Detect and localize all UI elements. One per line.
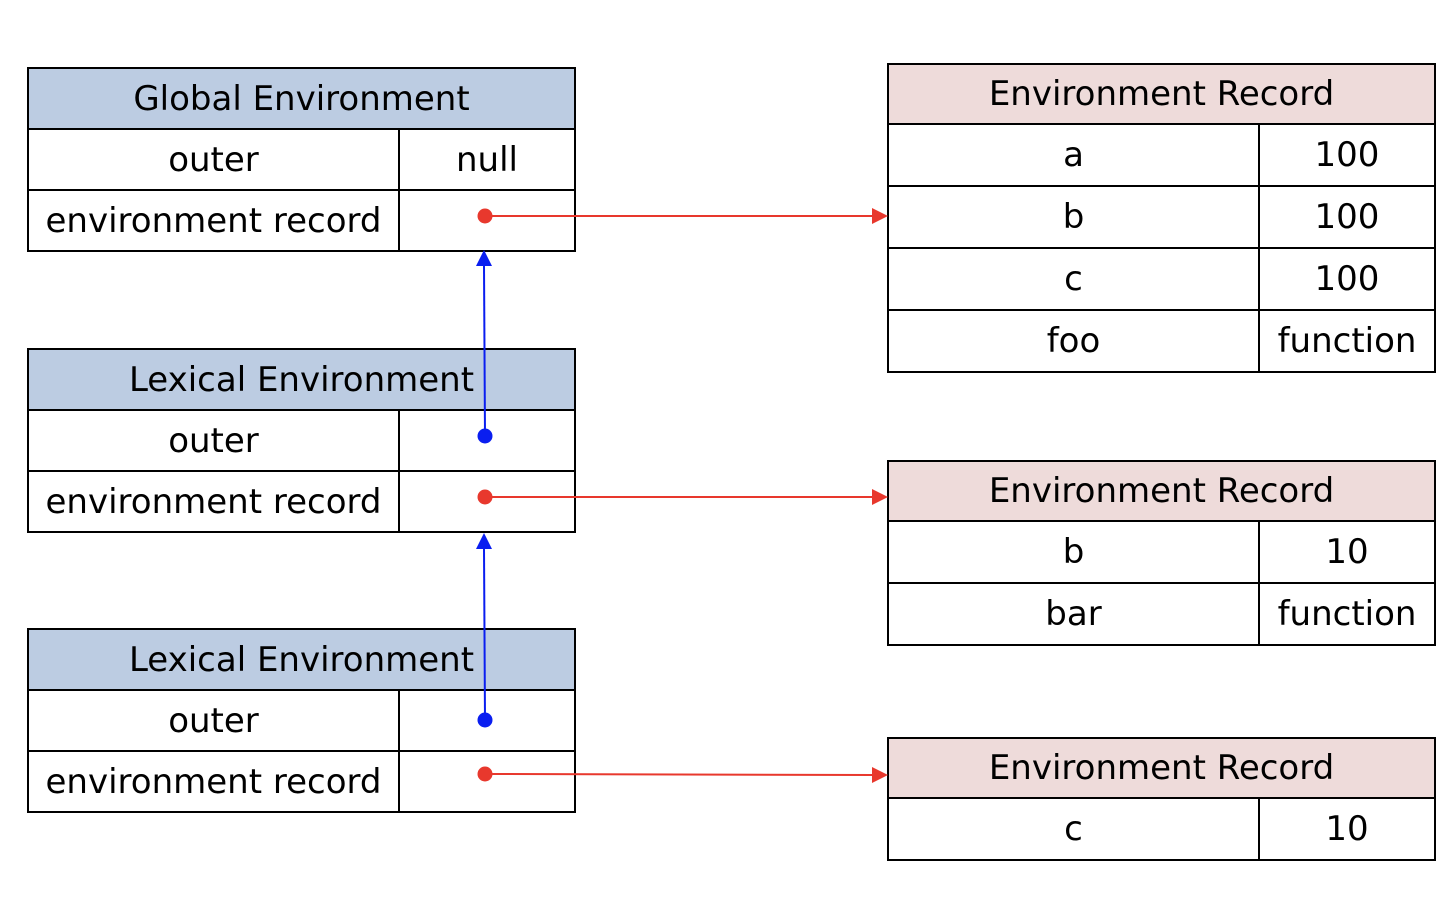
environment-record-title: Environment Record (886, 737, 1437, 799)
binding-name: a (887, 123, 1260, 187)
outer-value: null (398, 128, 576, 191)
binding-name: bar (887, 582, 1260, 646)
binding-value: 10 (1257, 520, 1437, 584)
environment-record-label: environment record (27, 750, 400, 813)
binding-value: function (1257, 309, 1437, 373)
binding-value: 100 (1257, 185, 1437, 249)
environment-record-pointer-cell (398, 750, 576, 813)
environment-record-title: Environment Record (886, 63, 1437, 125)
binding-name: c (887, 797, 1260, 861)
global-environment-title: Global Environment (27, 67, 576, 130)
outer-label: outer (27, 409, 400, 472)
outer-pointer-arrow (476, 250, 493, 444)
binding-value: 10 (1257, 797, 1437, 861)
record-pointer-arrow (477, 208, 888, 224)
record-pointer-arrow (477, 766, 888, 783)
outer-label: outer (27, 689, 400, 752)
binding-name: c (887, 247, 1260, 311)
environment-record-label: environment record (27, 189, 400, 252)
binding-value: 100 (1257, 247, 1437, 311)
environment-record-label: environment record (27, 470, 400, 533)
binding-name: b (887, 520, 1260, 584)
environment-record-table-3: Environment Record c 10 (886, 737, 1437, 861)
binding-name: foo (887, 309, 1260, 373)
binding-value: function (1257, 582, 1437, 646)
global-environment-table: Global Environment outer null environmen… (27, 67, 576, 252)
binding-name: b (887, 185, 1260, 249)
environment-record-pointer-cell (398, 189, 576, 252)
outer-pointer-arrow (476, 533, 493, 728)
environment-record-table-1: Environment Record a 100 b 100 c 100 foo… (886, 63, 1437, 373)
environment-record-title: Environment Record (886, 460, 1437, 522)
binding-value: 100 (1257, 123, 1437, 187)
outer-label: outer (27, 128, 400, 191)
record-pointer-arrow (477, 489, 888, 505)
environment-record-table-2: Environment Record b 10 bar function (886, 460, 1437, 646)
